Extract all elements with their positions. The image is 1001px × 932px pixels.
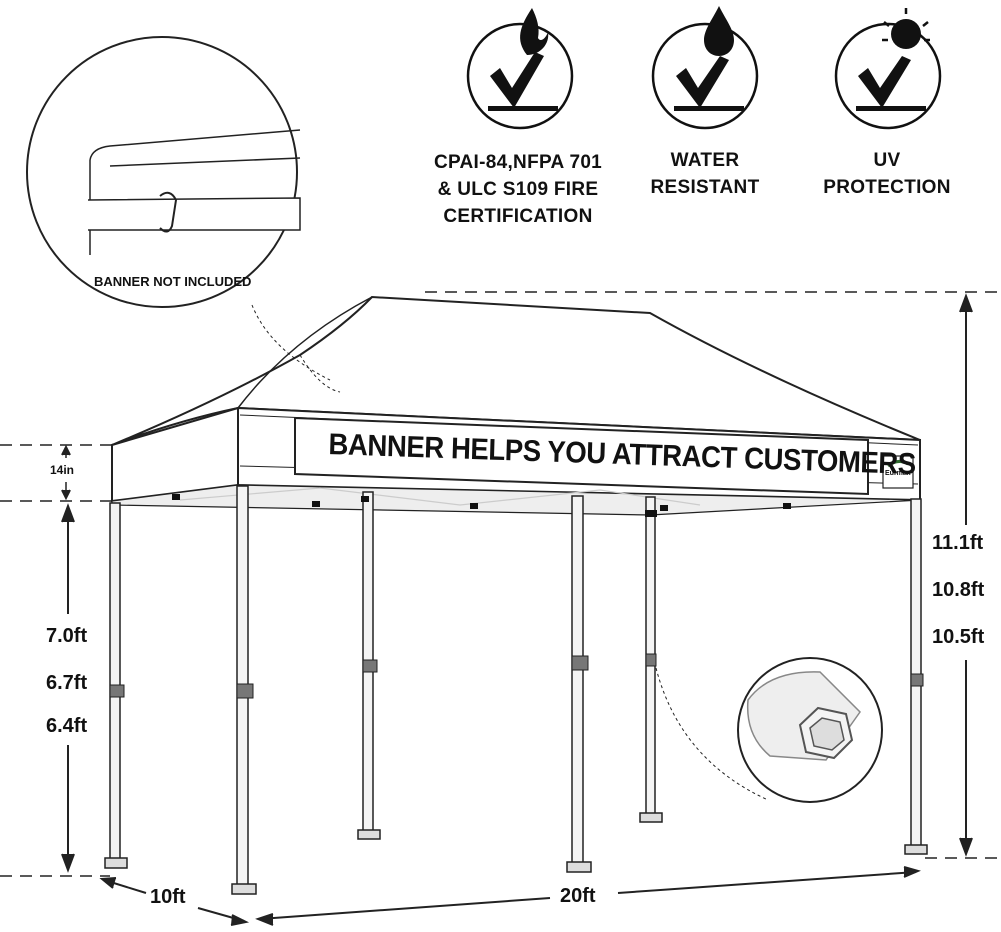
leg-height-7-0: 7.0ft xyxy=(46,625,88,647)
total-height-10-8: 10.8ft xyxy=(932,579,985,601)
total-height-11-1: 11.1ft xyxy=(932,532,984,554)
total-height-10-5: 10.5ft xyxy=(932,626,985,648)
valance-height-label: 14in xyxy=(50,463,75,477)
width-label: 20ft xyxy=(560,885,596,907)
fire-certification-label: CPAI-84,NFPA 701 & ULC S109 FIRE CERTIFI… xyxy=(433,152,603,227)
water-resistant-icon xyxy=(651,22,759,130)
uv-protection-label: UV PROTECTION xyxy=(823,150,951,198)
banner-not-included-label: BANNER NOT INCLUDED xyxy=(94,274,252,289)
depth-label: 10ft xyxy=(150,886,186,908)
leg-height-6-7: 6.7ft xyxy=(46,672,88,694)
brand-logo: Eurmax xyxy=(885,470,911,477)
fire-certification-icon xyxy=(466,22,574,130)
leg-height-6-4: 6.4ft xyxy=(46,715,88,737)
water-resistant-label: WATER RESISTANT xyxy=(650,150,760,198)
